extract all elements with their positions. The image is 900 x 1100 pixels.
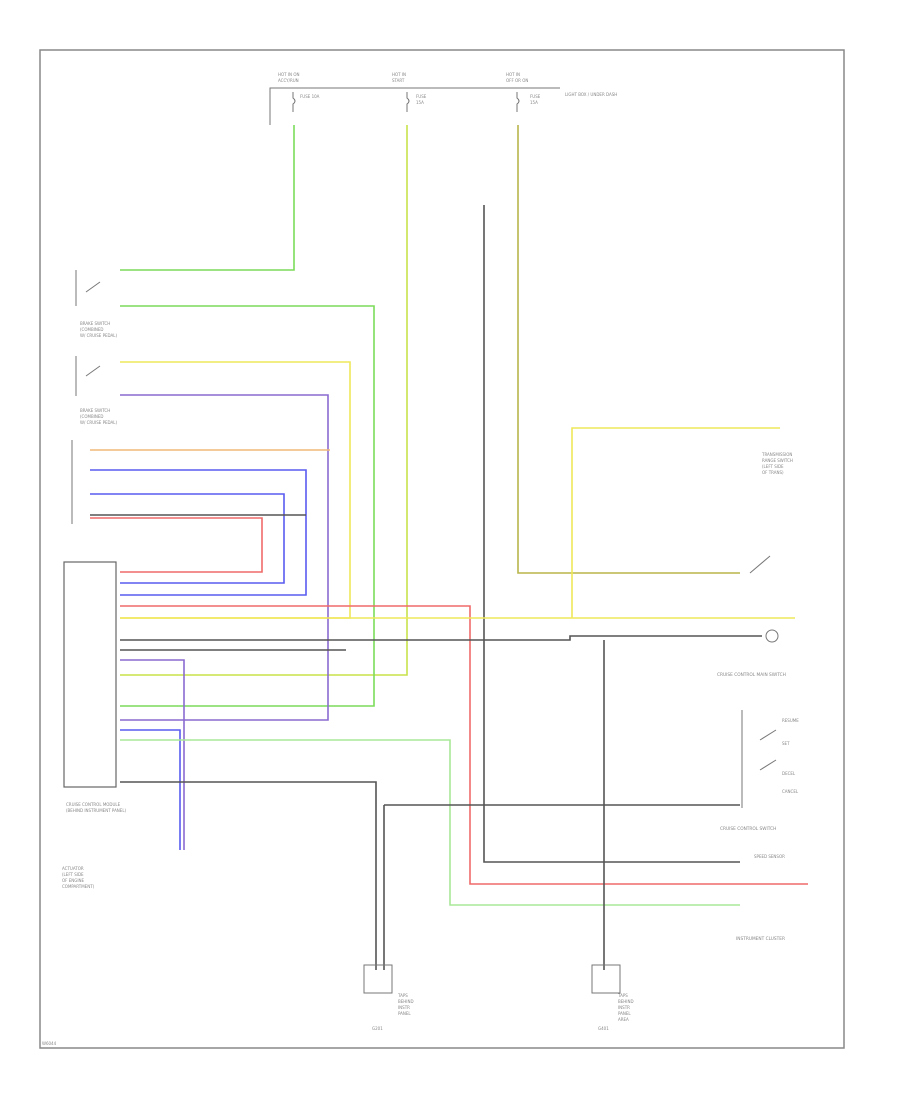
trans-switch-contact bbox=[749, 555, 771, 574]
decel-label: DECEL bbox=[782, 771, 796, 776]
actuator-l3: OF ENGINE bbox=[62, 878, 85, 883]
fuse-block-outline bbox=[269, 87, 560, 125]
brake-switch-1-l3: W/ CRUISE PEDAL) bbox=[80, 333, 118, 338]
wire-yellow bbox=[120, 361, 351, 619]
fuse3-amp: 15A bbox=[530, 100, 538, 105]
brake-switch-2-l1: BRAKE SWITCH bbox=[80, 408, 110, 413]
main-switch-lamp-icon bbox=[765, 629, 779, 643]
cruise-control-switch: RESUME SET DECEL CANCEL CRUISE CONTROL S… bbox=[720, 710, 799, 832]
control-switch-title: CRUISE CONTROL SWITCH bbox=[720, 826, 776, 832]
wire-fuse1-green bbox=[120, 125, 295, 271]
fuse3-note: LIGHT BOX / UNDER DASH bbox=[565, 92, 617, 97]
control-switch-contact-2 bbox=[759, 759, 777, 771]
wire-purple bbox=[120, 394, 329, 721]
trans-l3: (LEFT SIDE bbox=[762, 464, 784, 469]
ground-2-connector bbox=[591, 964, 621, 994]
module-l2: (BEHIND INSTRUMENT PANEL) bbox=[66, 808, 127, 813]
module-box bbox=[63, 561, 117, 788]
cancel-label: CANCEL bbox=[782, 789, 799, 794]
ground-1-id: G201 bbox=[372, 1026, 383, 1031]
fuse1-sub: ACCY/RUN bbox=[278, 78, 299, 83]
ground-2-l3: INSTR bbox=[618, 1005, 630, 1010]
fuse2-title: HOT IN bbox=[392, 72, 406, 77]
ground-2-id: G401 bbox=[598, 1026, 609, 1031]
brake-switch-1-contact bbox=[85, 281, 101, 293]
fuse1-title: HOT IN ON bbox=[278, 72, 299, 77]
ground-2-l1: TAPS bbox=[617, 993, 628, 998]
brake-switch-2: BRAKE SWITCH (COMBINED W/ CRUISE PEDAL) bbox=[75, 356, 118, 425]
wire-red-long bbox=[120, 605, 808, 885]
wire-black-vertical bbox=[483, 205, 740, 863]
fuse2-amp: 15A bbox=[416, 100, 424, 105]
control-switch-contact-1 bbox=[759, 729, 777, 741]
wire-fuse3-olive bbox=[517, 125, 740, 574]
ground-1-l2: BEHIND bbox=[398, 999, 414, 1004]
fuse2-symbol bbox=[406, 92, 410, 112]
ground-2-l4: PANEL bbox=[618, 1011, 631, 1016]
ground-1-l4: PANEL bbox=[398, 1011, 411, 1016]
fuse3-symbol bbox=[516, 92, 520, 112]
brake-switch-2-contact bbox=[85, 365, 101, 377]
ground-2-l2: BEHIND bbox=[618, 999, 634, 1004]
actuator-l4: COMPARTMENT) bbox=[62, 884, 95, 889]
wire-blue-to-clip bbox=[120, 729, 181, 850]
ground-1: TAPS BEHIND INSTR PANEL G201 bbox=[363, 964, 414, 1031]
fuse3-name: FUSE bbox=[530, 94, 541, 99]
wire-green-brake1 bbox=[120, 305, 375, 707]
fuse2-name: FUSE bbox=[416, 94, 427, 99]
trans-l4: OF TRANS) bbox=[762, 470, 784, 475]
ground-1-connector bbox=[363, 964, 393, 994]
diagram-frame bbox=[39, 49, 845, 1049]
wire-black-ground1 bbox=[120, 781, 377, 970]
ground-1-l1: TAPS bbox=[397, 993, 408, 998]
set-label: SET bbox=[782, 741, 790, 746]
wire-blue-2 bbox=[90, 493, 285, 584]
brake-switch-1-l1: BRAKE SWITCH bbox=[80, 321, 110, 326]
cruise-main-switch: CRUISE CONTROL MAIN SWITCH bbox=[717, 629, 786, 678]
resume-label: RESUME bbox=[782, 718, 799, 723]
trans-l1: TRANSMISSION bbox=[761, 452, 792, 457]
fuse2-sub: START bbox=[392, 78, 405, 83]
fuse3-title: HOT IN bbox=[506, 72, 520, 77]
fuse1-symbol bbox=[292, 92, 296, 112]
speed-sensor-label: SPEED SENSOR bbox=[754, 854, 785, 859]
actuator: ACTUATOR (LEFT SIDE OF ENGINE COMPARTMEN… bbox=[62, 440, 95, 889]
ground-1-l3: INSTR bbox=[398, 1005, 410, 1010]
cruise-control-module: CRUISE CONTROL MODULE (BEHIND INSTRUMENT… bbox=[63, 561, 127, 813]
ground-2: TAPS BEHIND INSTR PANEL AREA G401 bbox=[591, 964, 634, 1031]
brake-switch-2-l2: (COMBINED bbox=[80, 414, 103, 419]
wire-purple-to-clip bbox=[120, 659, 185, 850]
wire-yellow-up bbox=[571, 427, 780, 618]
wire-gray-long bbox=[120, 635, 762, 641]
wire-blue-1 bbox=[90, 469, 307, 596]
transmission-range-switch: TRANSMISSION RANGE SWITCH (LEFT SIDE OF … bbox=[749, 452, 793, 574]
instrument-cluster-title: INSTRUMENT CLUSTER bbox=[736, 936, 785, 942]
fuse1-name: FUSE 10A bbox=[300, 94, 320, 99]
fuse3-sub: OFF OR ON bbox=[506, 78, 528, 83]
actuator-l1: ACTUATOR bbox=[62, 866, 84, 871]
brake-switch-1: BRAKE SWITCH (COMBINED W/ CRUISE PEDAL) bbox=[75, 270, 118, 338]
figure-id: W6044 bbox=[42, 1041, 57, 1046]
wire-fuse2-yellow-green bbox=[120, 125, 408, 676]
wire-red-actuator bbox=[90, 517, 263, 573]
wire-light-green-long bbox=[120, 739, 740, 906]
brake-switch-1-l2: (COMBINED bbox=[80, 327, 103, 332]
instrument-cluster: SPEED SENSOR INSTRUMENT CLUSTER bbox=[736, 854, 785, 942]
brake-switch-2-l3: W/ CRUISE PEDAL) bbox=[80, 420, 118, 425]
fuse-block: HOT IN ON ACCY/RUN FUSE 10A HOT IN START… bbox=[269, 72, 617, 125]
trans-l2: RANGE SWITCH bbox=[762, 458, 793, 463]
actuator-l2: (LEFT SIDE bbox=[62, 872, 84, 877]
main-switch-title: CRUISE CONTROL MAIN SWITCH bbox=[717, 672, 786, 678]
ground-2-l5: AREA bbox=[618, 1017, 629, 1022]
module-l1: CRUISE CONTROL MODULE bbox=[66, 802, 121, 807]
